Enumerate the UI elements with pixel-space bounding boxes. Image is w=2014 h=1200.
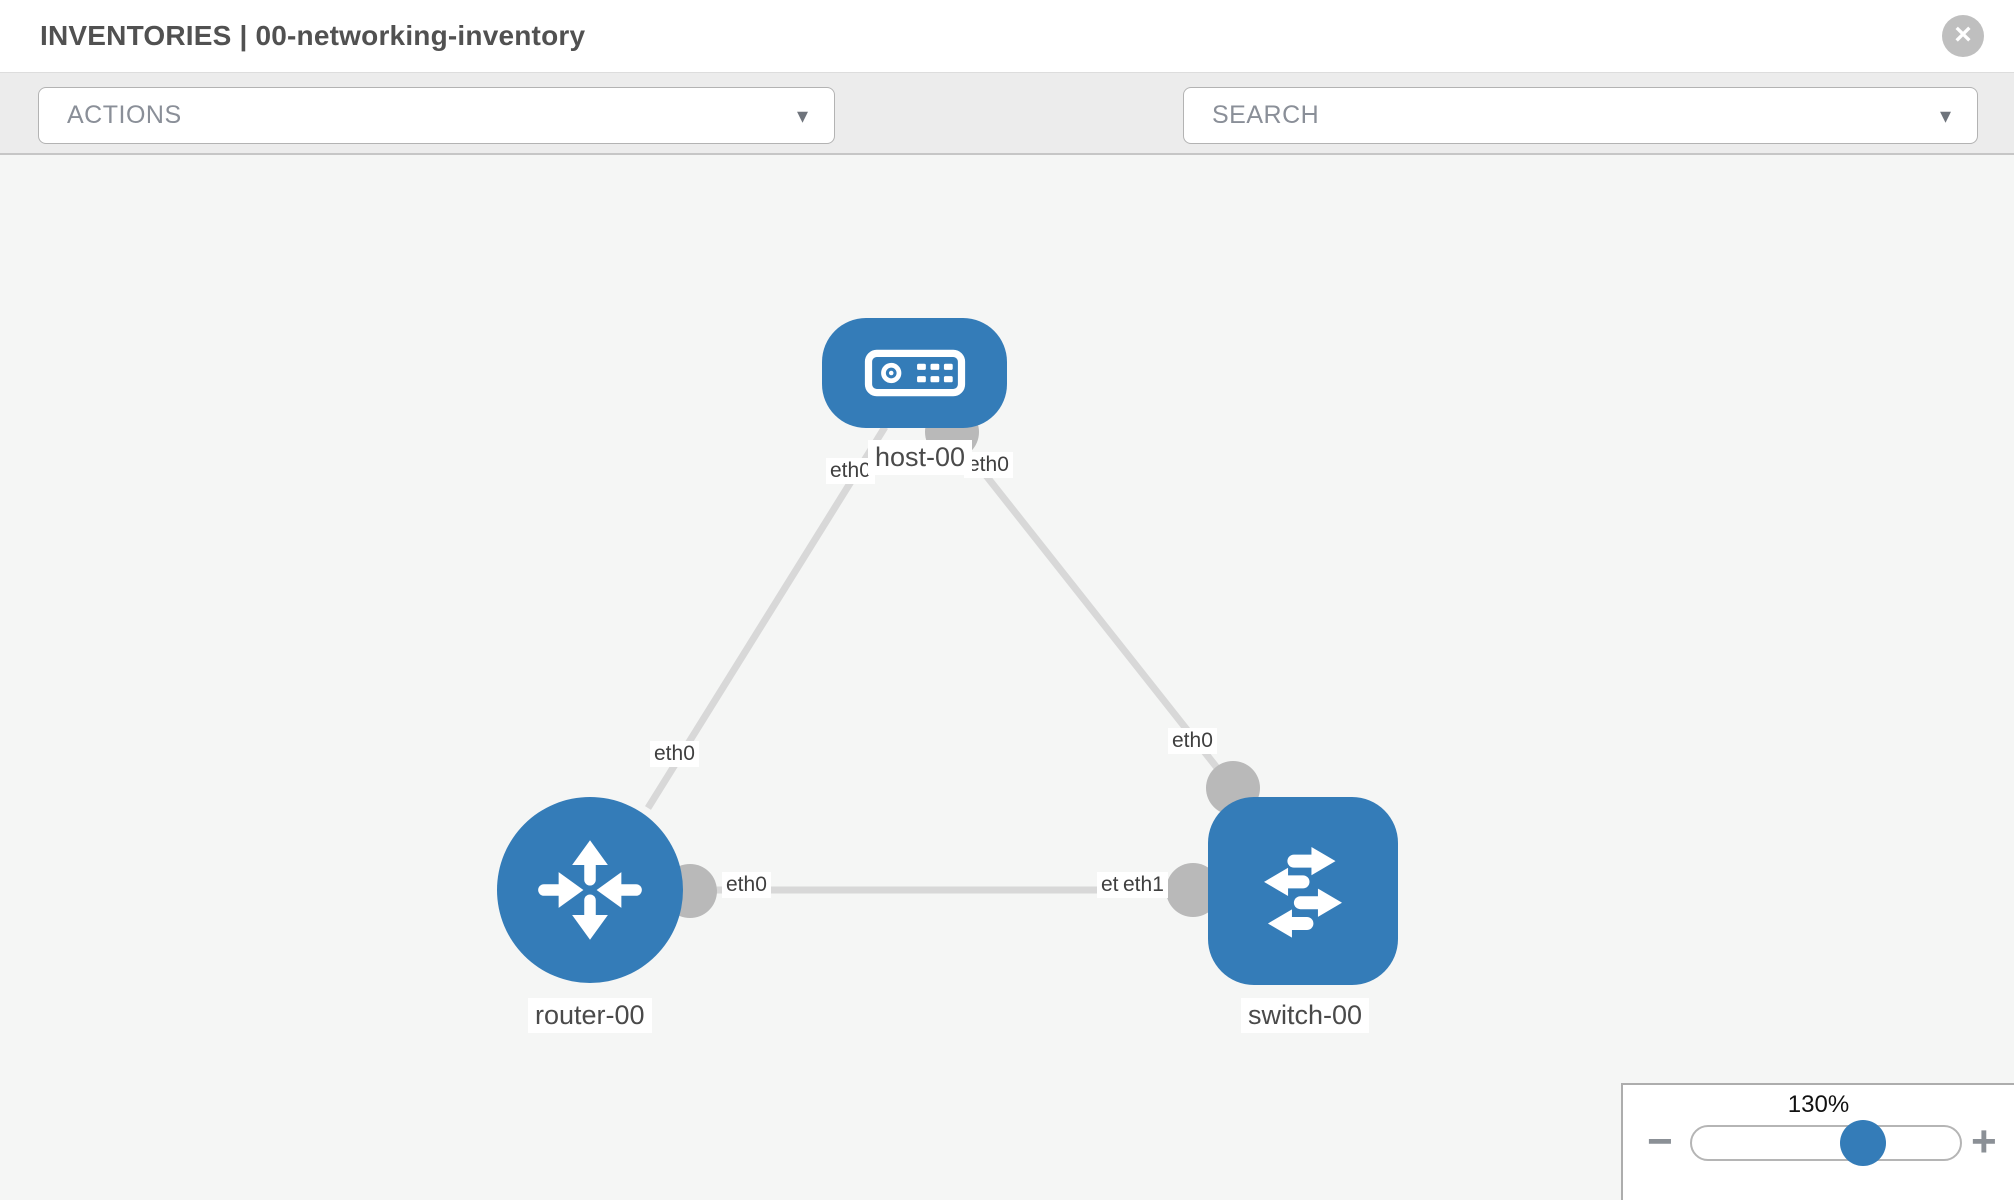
zoom-slider-thumb[interactable] bbox=[1840, 1120, 1886, 1166]
header: INVENTORIES | 00-networking-inventory × bbox=[0, 0, 2014, 72]
interface-label-host-eth0-right: eth0 bbox=[964, 452, 1013, 478]
node-label-router: router-00 bbox=[528, 998, 652, 1033]
minus-icon: − bbox=[1647, 1117, 1673, 1166]
actions-dropdown-label: ACTIONS bbox=[67, 101, 182, 129]
toolbar: ACTIONS ▾ SEARCH ▾ bbox=[0, 72, 2014, 208]
interface-label-router-eth0-top: eth0 bbox=[650, 741, 699, 767]
search-dropdown-label: SEARCH bbox=[1212, 101, 1320, 129]
actions-dropdown[interactable]: ACTIONS ▾ bbox=[38, 87, 835, 144]
node-router-00[interactable] bbox=[497, 797, 683, 983]
zoom-slider-track[interactable] bbox=[1690, 1125, 1962, 1161]
page-title: INVENTORIES | 00-networking-inventory bbox=[40, 20, 586, 51]
router-icon bbox=[538, 840, 642, 940]
node-switch-00[interactable] bbox=[1208, 797, 1398, 985]
chevron-down-icon: ▾ bbox=[796, 102, 808, 128]
zoom-panel: 130% − + bbox=[1621, 1083, 2014, 1200]
search-dropdown[interactable]: SEARCH ▾ bbox=[1183, 87, 1978, 144]
zoom-level-value: 130% bbox=[1787, 1091, 1850, 1118]
switch-icon bbox=[1264, 846, 1342, 938]
interface-label-router-eth0-right: eth0 bbox=[722, 872, 771, 898]
interface-label-host-eth0-left: eth0 bbox=[826, 458, 875, 484]
host-icon bbox=[864, 349, 965, 397]
interface-dot-switch-left bbox=[1166, 863, 1220, 917]
node-label-switch: switch-00 bbox=[1241, 998, 1370, 1033]
close-icon: × bbox=[1954, 18, 1972, 51]
node-host-00[interactable] bbox=[822, 318, 1007, 428]
chevron-down-icon: ▾ bbox=[1939, 102, 1951, 128]
interface-label-switch-eth1-front: eth1 bbox=[1119, 872, 1168, 898]
zoom-in-button[interactable]: + bbox=[1971, 1107, 1997, 1177]
links-layer bbox=[645, 405, 1260, 918]
interface-label-switch-eth0-top: eth0 bbox=[1168, 728, 1217, 754]
zoom-out-button[interactable]: − bbox=[1647, 1107, 1673, 1177]
topology-canvas[interactable]: host-00 router-00 switch-00 eth0 eth0 et… bbox=[0, 155, 2014, 1200]
plus-icon: + bbox=[1971, 1117, 1997, 1166]
close-button[interactable]: × bbox=[1942, 15, 1984, 57]
node-label-host: host-00 bbox=[868, 440, 973, 475]
